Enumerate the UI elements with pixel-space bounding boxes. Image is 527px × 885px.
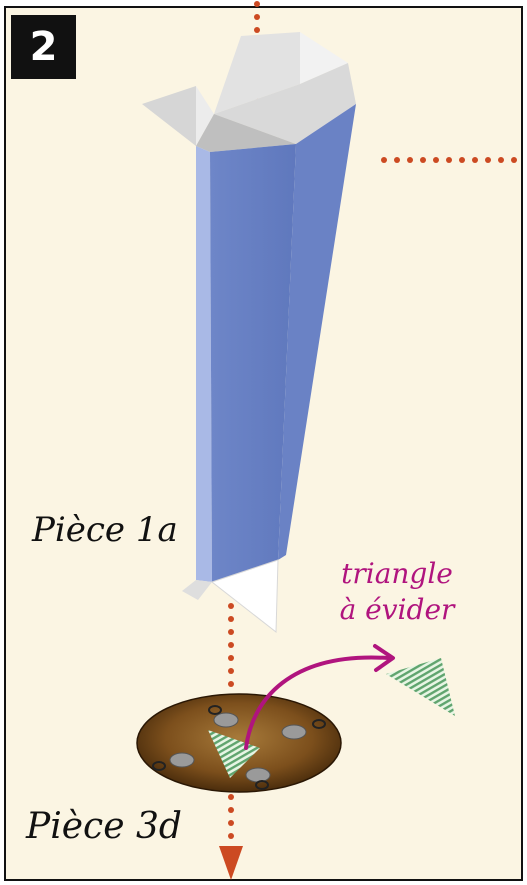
right-dotted-line <box>381 157 517 163</box>
middle-dotted-line <box>228 603 234 700</box>
triangle-annotation-line2: à évider <box>322 592 472 628</box>
triangle-annotation-line1: triangle <box>322 556 472 592</box>
removed-triangle <box>386 658 455 716</box>
piece-3d-label: Pièce 3d <box>26 806 182 847</box>
triangle-annotation: triangle à évider <box>322 556 472 628</box>
bottom-dotted-arrow <box>219 794 243 880</box>
piece-3d-disc <box>137 694 341 792</box>
piece-1a-label: Pièce 1a <box>32 510 178 550</box>
